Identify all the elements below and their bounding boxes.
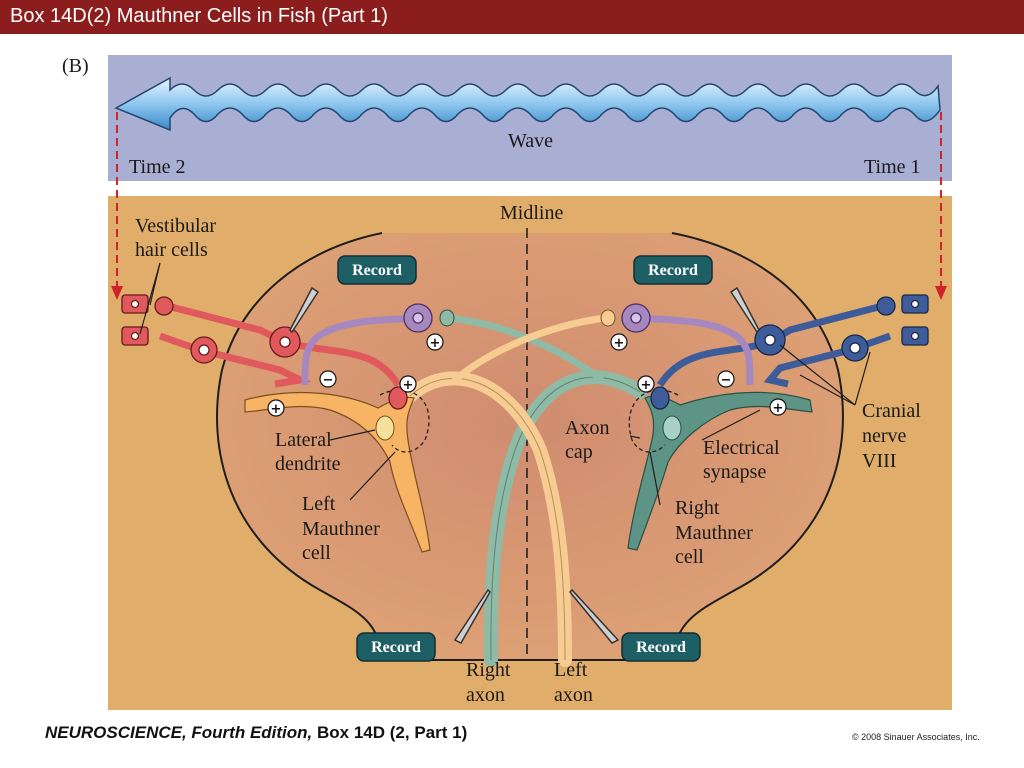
right-mauthner-nucleus (662, 415, 682, 441)
record-badge: Record (337, 255, 417, 285)
book-title: NEUROSCIENCE, Fourth Edition, (45, 723, 313, 742)
record-badge: Record (633, 255, 713, 285)
interneurons (301, 303, 754, 386)
record-label: Record (371, 639, 421, 656)
minus-sign: − (721, 373, 732, 388)
midline-label: Midline (500, 202, 563, 224)
time1-arrowhead (935, 286, 947, 300)
left-collateral-terminal (600, 309, 616, 327)
electrical-synapse-label: Electrical synapse (703, 437, 785, 483)
right-axon-outline (490, 376, 641, 661)
plus-sign: + (773, 401, 784, 416)
right-collateral (446, 314, 604, 382)
synapse-signs: + + − − + + + + (267, 333, 787, 417)
right-vestibular-circuit (650, 294, 929, 410)
right-collateral-terminal (439, 309, 455, 327)
plus-sign: + (641, 378, 652, 393)
left-collateral (451, 314, 609, 384)
time1-label: Time 1 (864, 156, 921, 178)
record-label: Record (648, 262, 698, 279)
plus-sign: + (614, 336, 625, 351)
record-electrodes (289, 286, 760, 644)
footer-citation: NEUROSCIENCE, Fourth Edition, Box 14D (2… (45, 723, 467, 743)
right-mauthner-cell-label: Right Mauthner cell (675, 497, 758, 568)
wave-arrow (114, 76, 941, 132)
copyright: © 2008 Sinauer Associates, Inc. (852, 732, 980, 742)
vestibular-hair-cells-label: Vestibular hair cells (135, 215, 221, 261)
lateral-dendrite-label: Lateral dendrite (275, 429, 341, 475)
plus-sign: + (430, 336, 441, 351)
hindbrain-body (216, 232, 844, 661)
panel-label: (B) (62, 55, 89, 77)
time2-label: Time 2 (129, 156, 186, 178)
plus-sign: + (403, 378, 414, 393)
record-badge: Record (621, 632, 701, 662)
record-badge: Record (356, 632, 436, 662)
leader-lines (139, 262, 871, 506)
wave-label: Wave (508, 130, 553, 152)
record-label: Record (352, 262, 402, 279)
record-label: Record (636, 639, 686, 656)
right-axon-label: Right axon (466, 659, 515, 706)
box-reference: Box 14D (2, Part 1) (312, 723, 468, 742)
slide-title: Box 14D(2) Mauthner Cells in Fish (Part … (10, 5, 388, 27)
minus-sign: − (323, 373, 334, 388)
left-axon-label: Left axon (554, 659, 593, 706)
cranial-nerve-label: Cranial nerve VIII (862, 400, 926, 472)
left-vestibular-circuit (121, 294, 408, 410)
title-bar: Box 14D(2) Mauthner Cells in Fish (Part … (0, 0, 1024, 34)
time2-arrowhead (111, 286, 123, 300)
left-mauthner-cell-label: Left Mauthner cell (302, 493, 385, 564)
left-mauthner-nucleus (375, 415, 395, 441)
axon-cap-label: Axon cap (565, 417, 614, 463)
plus-sign: + (271, 402, 282, 417)
